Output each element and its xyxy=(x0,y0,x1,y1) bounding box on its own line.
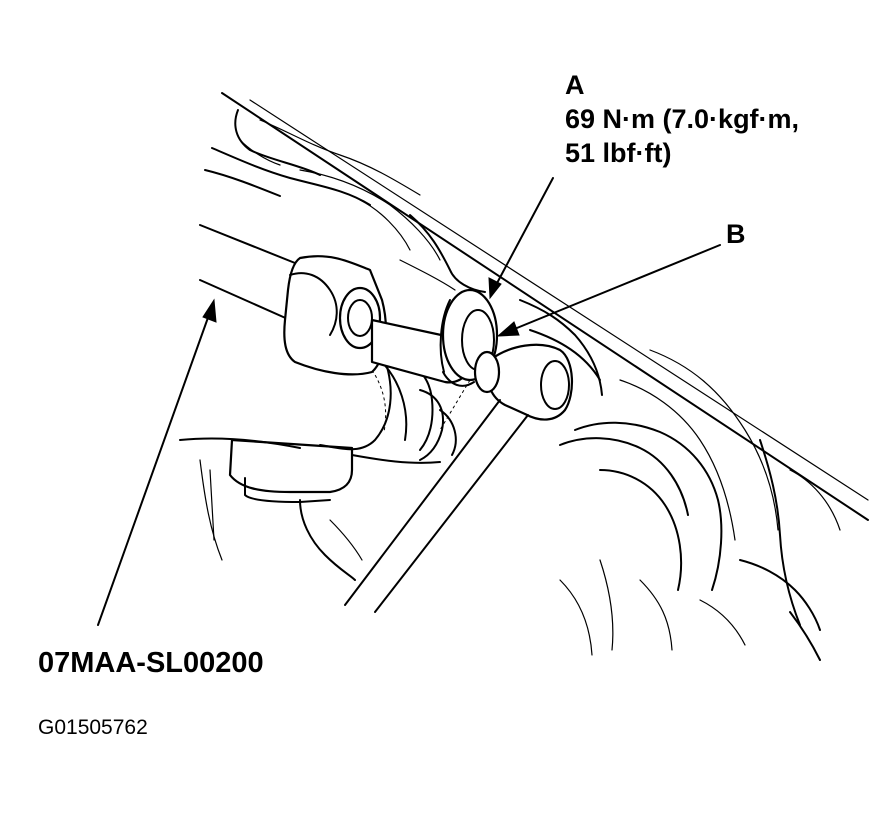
stabilizer-link xyxy=(344,343,574,613)
knuckle-contours xyxy=(519,299,841,661)
callout-b-letter: B xyxy=(726,219,746,249)
callout-a-torque-line2: 51 lbf·ft) xyxy=(565,138,672,168)
special-tool-bar xyxy=(199,224,387,376)
frame-edge-line xyxy=(221,92,869,521)
callout-a-letter: A xyxy=(565,70,585,100)
frame-edge-line-2 xyxy=(249,99,869,501)
lower-housing xyxy=(179,437,441,581)
callout-a-torque-line1: 69 N·m (7.0·kgf·m, xyxy=(565,104,800,134)
special-tool-number: 07MAA-SL00200 xyxy=(38,647,264,679)
bracket xyxy=(419,389,457,461)
figure-reference-id: G01505762 xyxy=(38,716,148,739)
body-contours xyxy=(204,109,486,293)
leader-lines xyxy=(97,177,721,626)
